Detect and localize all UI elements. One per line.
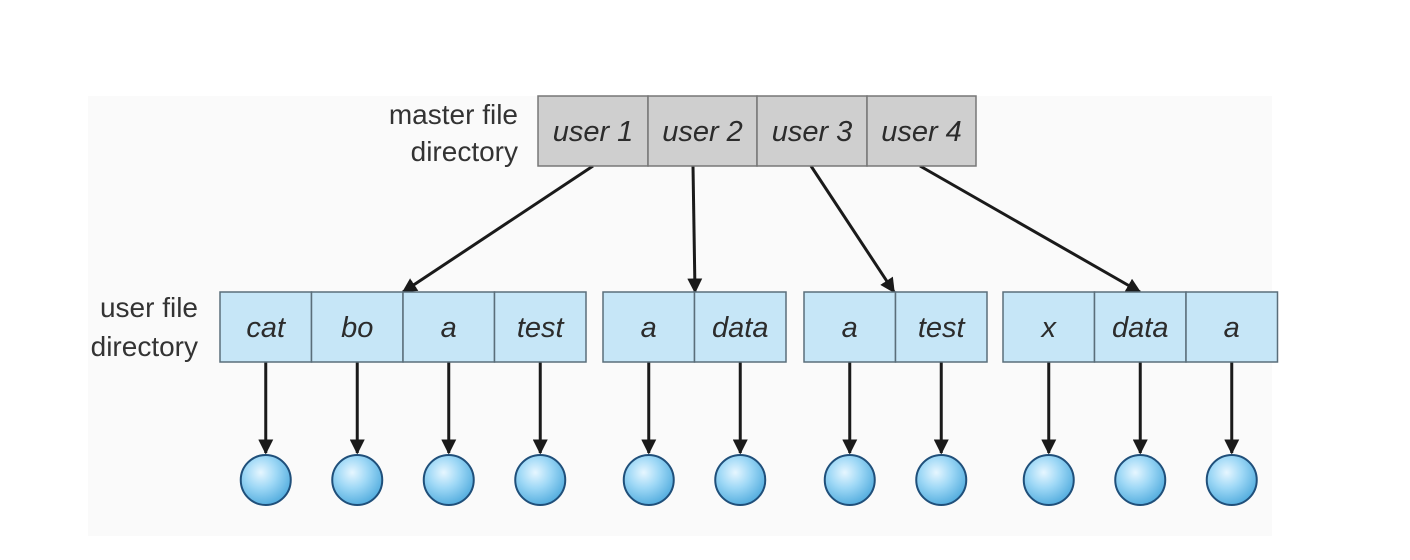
user-directory-entry-label: a (641, 312, 657, 344)
master-to-user-arrow-3 (809, 165, 896, 294)
user-directory-entry: x (1002, 291, 1096, 363)
user-directory-entry-label: data (712, 312, 768, 344)
master-to-user-arrow-1 (401, 164, 594, 294)
user-directory-entry-label: cat (246, 312, 287, 344)
user-directory-entry-label: a (1224, 312, 1240, 344)
user-directory-label-line2: directory (91, 331, 198, 362)
file-node (331, 454, 384, 506)
master-directory-label-line1: master file (389, 99, 518, 130)
user-directory-1: cat bo a test (219, 291, 587, 363)
user-directory-entry: test (894, 291, 988, 363)
user-directory-2: a data (602, 291, 787, 363)
master-entry-label: user 2 (662, 116, 743, 148)
master-entry-2: user 2 (647, 95, 758, 167)
user-directory-entry: data (1093, 291, 1187, 363)
user-directory-entry: cat (219, 291, 313, 363)
file-node (823, 454, 876, 506)
file-node (1114, 454, 1167, 506)
user-file-directories: cat bo a test a data a test x data a (219, 291, 1279, 363)
file-node (1205, 454, 1258, 506)
user-directory-entry-label: test (918, 312, 967, 344)
master-file-directory: user 1 user 2 user 3 user 4 (537, 95, 977, 167)
file-node (1022, 454, 1075, 506)
user-directory-3: a test (803, 291, 988, 363)
file-node (622, 454, 675, 506)
master-entry-3: user 3 (756, 95, 868, 167)
master-entry-4: user 4 (866, 95, 977, 167)
user-directory-entry-label: a (842, 312, 858, 344)
user-directory-entry-label: test (517, 312, 566, 344)
file-node (514, 454, 567, 506)
file-nodes (239, 454, 1258, 506)
user-directory-4: x data a (1002, 291, 1279, 363)
user-directory-entry-label: data (1112, 312, 1168, 344)
user-directory-entry: a (1185, 291, 1279, 363)
user-directory-entry: a (402, 291, 496, 363)
edges (258, 164, 1240, 455)
user-directory-entry-label: x (1040, 312, 1058, 344)
user-directory-entry: a (803, 291, 897, 363)
user-directory-entry: bo (310, 291, 404, 363)
master-to-user-arrow-2 (687, 165, 703, 294)
user-directory-entry: data (693, 291, 787, 363)
file-node (714, 454, 767, 506)
master-directory-label-line2: directory (411, 136, 518, 167)
user-directory-entry-label: bo (341, 312, 373, 344)
user-directory-entry-label: a (441, 312, 457, 344)
master-entry-1: user 1 (537, 95, 649, 167)
file-node (915, 454, 968, 506)
file-node (422, 454, 475, 506)
file-node (239, 454, 292, 506)
master-entry-label: user 3 (772, 116, 853, 148)
user-directory-entry: a (602, 291, 696, 363)
master-entry-label: user 4 (881, 116, 962, 148)
user-directory-entry: test (493, 291, 587, 363)
master-entry-label: user 1 (553, 116, 634, 148)
master-to-user-arrow-4 (919, 164, 1142, 294)
user-directory-label-line1: user file (100, 292, 198, 323)
